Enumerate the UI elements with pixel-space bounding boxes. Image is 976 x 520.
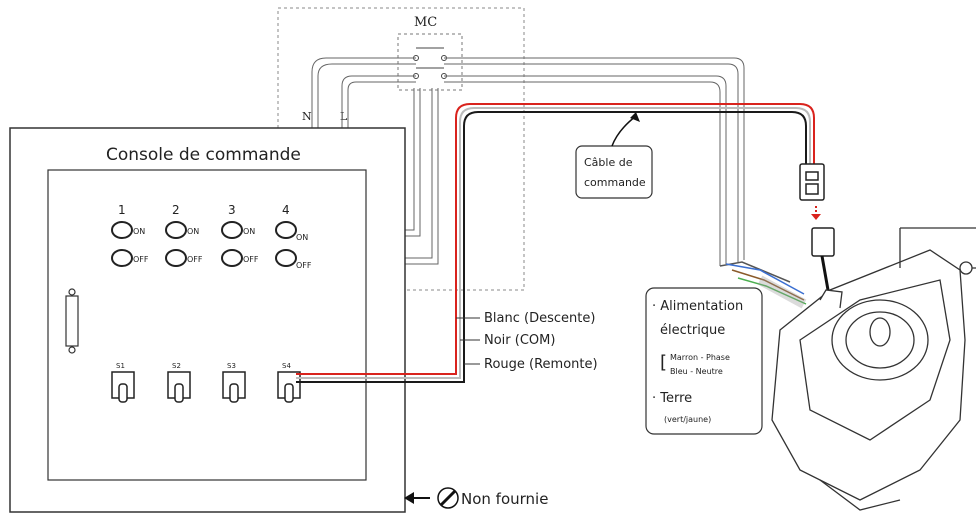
switch-s1[interactable]: S1 xyxy=(111,362,135,403)
white-wire-label: Blanc (Descente) xyxy=(484,311,595,326)
switch-s3[interactable]: S3 xyxy=(222,362,246,403)
on-button[interactable] xyxy=(111,221,133,239)
motor-socket-icon xyxy=(811,227,836,300)
off-button[interactable] xyxy=(275,249,297,267)
channel-2: 2 ON OFF xyxy=(165,203,203,267)
plug-arrow-head-icon xyxy=(811,214,821,220)
arrow-head-icon xyxy=(630,112,640,122)
no-entry-slash xyxy=(439,489,457,507)
control-cable-callout xyxy=(575,145,653,199)
connector-plug-icon xyxy=(799,163,825,201)
control-cable-label-1: Câble de xyxy=(584,156,633,169)
on-button[interactable] xyxy=(221,221,243,239)
switch-s2[interactable]: S2 xyxy=(167,362,191,403)
console-title: Console de commande xyxy=(106,145,301,165)
blue-neutral-label: Bleu - Neutre xyxy=(670,367,723,376)
off-button[interactable] xyxy=(221,249,243,267)
off-button[interactable] xyxy=(165,249,187,267)
switch-s4[interactable]: S4 xyxy=(277,362,301,403)
brown-phase-label: Marron - Phase xyxy=(670,353,730,362)
power-bracket: [ xyxy=(660,352,667,373)
red-wire-label: Rouge (Remonte) xyxy=(484,357,598,372)
channel-number: 4 xyxy=(282,203,290,217)
on-label: ON xyxy=(187,227,199,236)
channel-number: 3 xyxy=(228,203,236,217)
line-label: L xyxy=(340,110,348,123)
off-label: OFF xyxy=(243,255,259,264)
black-wire-label: Noir (COM) xyxy=(484,333,555,348)
power-title-2: électrique xyxy=(660,323,725,338)
channel-4: 4 ON OFF xyxy=(275,203,312,270)
switch-label: S2 xyxy=(172,362,181,370)
off-label: OFF xyxy=(187,255,203,264)
motor-illustration xyxy=(771,227,976,511)
not-supplied-arrow-head-icon xyxy=(404,492,414,504)
off-button[interactable] xyxy=(111,249,133,267)
on-button[interactable] xyxy=(165,221,187,239)
switches: S1 S2 S3 S4 xyxy=(111,362,301,403)
console-inner xyxy=(47,169,367,481)
on-label: ON xyxy=(133,227,145,236)
switch-label: S4 xyxy=(282,362,291,370)
on-button[interactable] xyxy=(275,221,297,239)
channel-1: 1 ON OFF xyxy=(111,203,149,267)
contactor-box xyxy=(397,33,463,91)
channel-number: 2 xyxy=(172,203,180,217)
off-label: OFF xyxy=(296,261,312,270)
contactor-contacts xyxy=(413,47,447,79)
control-cable-label-2: commande xyxy=(584,176,646,189)
power-title-1: · Alimentation xyxy=(652,299,743,314)
on-label: ON xyxy=(243,227,255,236)
off-label: OFF xyxy=(133,255,149,264)
callout-arrow-icon xyxy=(611,115,637,147)
not-supplied-label: Non fournie xyxy=(461,490,548,508)
fuse-icon xyxy=(65,288,79,354)
power-cable xyxy=(719,261,807,309)
power-callout xyxy=(645,287,763,435)
contactor-label: MC xyxy=(414,15,437,30)
channel-number: 1 xyxy=(118,203,126,217)
earth-sub-label: (vert/jaune) xyxy=(664,415,711,424)
switch-label: S3 xyxy=(227,362,236,370)
on-label: ON xyxy=(296,233,308,242)
wire-callouts xyxy=(456,317,480,365)
mains-wires xyxy=(298,57,745,266)
control-cable xyxy=(296,103,815,383)
switch-label: S1 xyxy=(116,362,125,370)
channel-3: 3 ON OFF xyxy=(221,203,259,267)
earth-label: · Terre xyxy=(652,391,692,406)
neutral-label: N xyxy=(302,110,312,123)
